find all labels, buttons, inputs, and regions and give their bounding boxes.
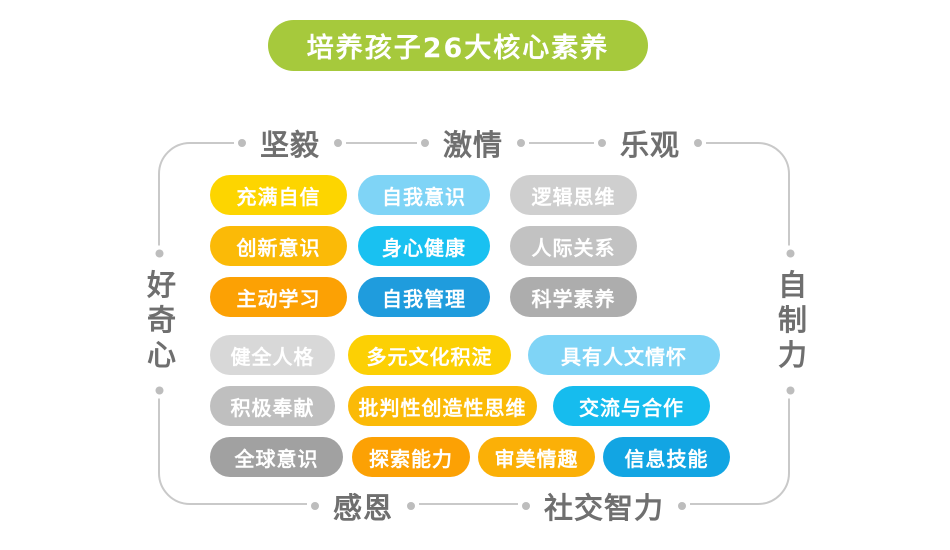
competency-pill: 批判性创造性思维 bbox=[348, 386, 537, 426]
competency-pill: 多元文化积淀 bbox=[348, 335, 511, 375]
competency-pill: 具有人文情怀 bbox=[528, 335, 720, 375]
frame-label-social-intelligence: 社交智力 bbox=[517, 483, 691, 529]
line-dot-icon bbox=[155, 249, 163, 258]
line-dot-icon bbox=[310, 502, 319, 510]
title-text: 培养孩子26大核心素养 bbox=[306, 33, 610, 64]
competency-pill: 人际关系 bbox=[510, 226, 637, 266]
line-dot-icon bbox=[694, 139, 703, 147]
line-dot-icon bbox=[597, 139, 606, 147]
frame-label-optimism: 乐观 bbox=[593, 120, 707, 166]
frame-label-self-control: 自制力 bbox=[773, 245, 808, 399]
competency-pill: 逻辑思维 bbox=[510, 175, 637, 215]
line-dot-icon bbox=[678, 502, 687, 510]
competency-pill: 探索能力 bbox=[352, 437, 470, 477]
competency-pill: 创新意识 bbox=[210, 226, 347, 266]
competency-pill: 积极奉献 bbox=[210, 386, 335, 426]
competency-pill: 自我管理 bbox=[358, 277, 490, 317]
frame-label-perseverance: 坚毅 bbox=[233, 120, 347, 166]
line-dot-icon bbox=[517, 139, 526, 147]
competency-pill: 全球意识 bbox=[210, 437, 343, 477]
competency-pill: 健全人格 bbox=[210, 335, 335, 375]
competency-pill: 审美情趣 bbox=[478, 437, 595, 477]
competency-pill: 自我意识 bbox=[358, 175, 490, 215]
line-dot-icon bbox=[237, 139, 246, 147]
competency-pill: 交流与合作 bbox=[553, 386, 710, 426]
line-dot-icon bbox=[420, 139, 429, 147]
competency-pill: 身心健康 bbox=[358, 226, 490, 266]
line-dot-icon bbox=[786, 386, 794, 395]
frame-label-curiosity: 好奇心 bbox=[142, 245, 177, 399]
competency-pill: 主动学习 bbox=[210, 277, 347, 317]
competency-pill: 充满自信 bbox=[210, 175, 347, 215]
line-dot-icon bbox=[521, 502, 530, 510]
competency-pill: 信息技能 bbox=[603, 437, 730, 477]
line-dot-icon bbox=[786, 249, 794, 258]
competency-pill: 科学素养 bbox=[510, 277, 637, 317]
frame-label-passion: 激情 bbox=[416, 120, 530, 166]
line-dot-icon bbox=[407, 502, 416, 510]
line-dot-icon bbox=[334, 139, 343, 147]
title-badge: 培养孩子26大核心素养 bbox=[268, 20, 648, 71]
frame-label-gratitude: 感恩 bbox=[306, 483, 420, 529]
line-dot-icon bbox=[155, 386, 163, 395]
